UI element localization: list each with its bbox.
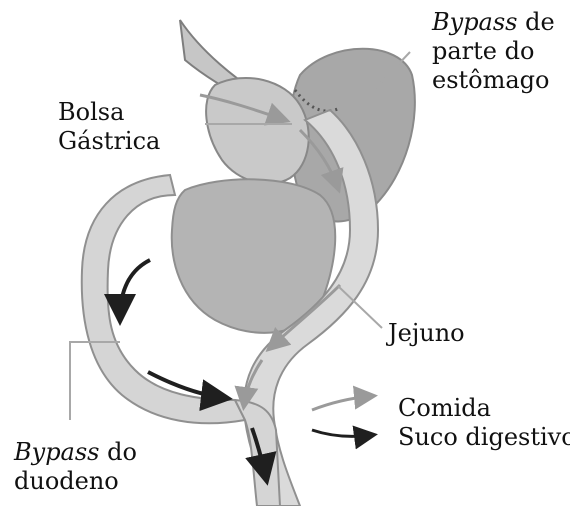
legend-digestive-arrow — [312, 430, 372, 436]
label-bolsa-gastrica: Bolsa Gástrica — [58, 98, 160, 156]
label-bypass-duodeno-line2: duodeno — [14, 467, 119, 495]
label-bolsa-gastrica-line1: Bolsa — [58, 98, 124, 126]
label-bypass-estomago-line2: parte do — [432, 37, 534, 65]
label-bypass-duodeno-rest: do — [100, 438, 137, 466]
legend-digestive-label: Suco digestivo — [398, 423, 570, 452]
label-bypass-estomago-italic: Bypass — [432, 8, 518, 36]
label-bypass-estomago: Bypass de parte do estômago — [432, 8, 555, 95]
digestive-arrow-1 — [120, 260, 150, 318]
legend-food-arrow — [312, 396, 372, 410]
label-bolsa-gastrica-line2: Gástrica — [58, 127, 160, 155]
label-bypass-duodeno: Bypass do duodeno — [14, 438, 137, 496]
legend-food-label: Comida — [398, 394, 491, 423]
label-bypass-estomago-line3: estômago — [432, 66, 550, 94]
label-bypass-duodeno-italic: Bypass — [14, 438, 100, 466]
label-jejuno: Jejuno — [388, 319, 465, 348]
label-bypass-estomago-rest: de — [518, 8, 555, 36]
